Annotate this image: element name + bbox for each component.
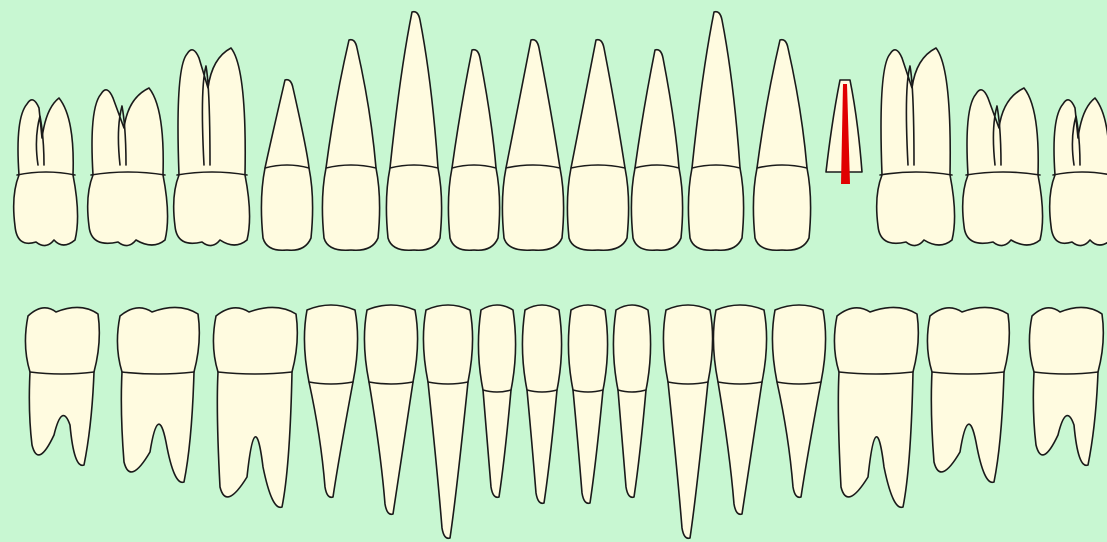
upper-tooth-14-molar xyxy=(877,48,955,246)
upper-tooth-1-molar xyxy=(14,98,78,246)
tooth-outline xyxy=(174,48,250,246)
upper-tooth-15-molar xyxy=(963,88,1043,246)
upper-tooth-3-molar xyxy=(174,48,250,246)
tooth-outline xyxy=(877,48,955,246)
tooth-outline xyxy=(88,88,168,246)
tooth-outline xyxy=(963,88,1043,246)
upper-tooth-2-molar xyxy=(88,88,168,246)
